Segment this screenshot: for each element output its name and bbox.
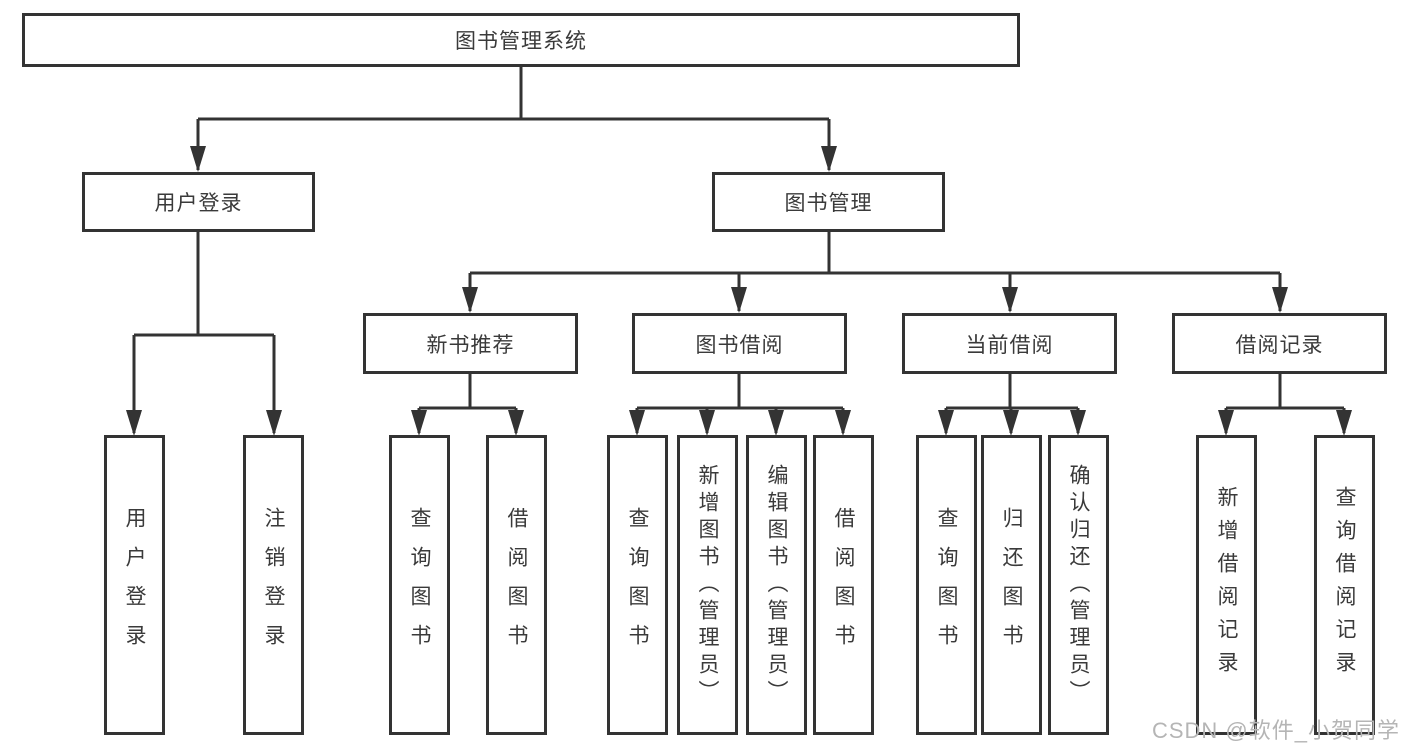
- node-root-label: 图书管理系统: [455, 30, 587, 53]
- node-leaf-nbr-borrow-books: 借阅图书: [486, 435, 547, 735]
- elbow-connectors: [132, 67, 1346, 433]
- node-new-book-recommend-label: 新书推荐: [426, 333, 515, 357]
- node-leaf-bb-add-books-admin-label: 新增图书（管理员）: [696, 463, 719, 707]
- node-borrow-records: 借阅记录: [1172, 313, 1387, 374]
- node-book-management-branch: 图书管理: [712, 172, 945, 232]
- node-leaf-cb-confirm-return-admin-label: 确认归还（管理员）: [1067, 463, 1090, 707]
- node-borrow-records-label: 借阅记录: [1235, 333, 1324, 357]
- node-book-borrow: 图书借阅: [632, 313, 847, 374]
- node-current-borrow: 当前借阅: [902, 313, 1117, 374]
- node-new-book-recommend: 新书推荐: [363, 313, 578, 374]
- node-book-borrow-label: 图书借阅: [695, 333, 784, 357]
- node-leaf-bb-borrow-books: 借阅图书: [813, 435, 874, 735]
- node-leaf-nbr-query-books-label: 查询图书: [408, 507, 431, 663]
- node-user-login-branch: 用户登录: [82, 172, 315, 232]
- node-leaf-br-query-record: 查询借阅记录: [1314, 435, 1375, 735]
- node-root: 图书管理系统: [22, 13, 1020, 67]
- node-leaf-cb-query-books-label: 查询图书: [935, 507, 958, 663]
- node-leaf-bb-edit-books-admin-label: 编辑图书（管理员）: [765, 463, 788, 707]
- node-leaf-user-login-label: 用户登录: [123, 507, 146, 663]
- node-leaf-nbr-query-books: 查询图书: [389, 435, 450, 735]
- node-leaf-br-add-record: 新增借阅记录: [1196, 435, 1257, 735]
- node-leaf-nbr-borrow-books-label: 借阅图书: [505, 507, 528, 663]
- node-leaf-user-login: 用户登录: [104, 435, 165, 735]
- node-leaf-bb-edit-books-admin: 编辑图书（管理员）: [746, 435, 807, 735]
- node-leaf-cb-return-books-label: 归还图书: [1000, 507, 1023, 663]
- node-leaf-cb-confirm-return-admin: 确认归还（管理员）: [1048, 435, 1109, 735]
- node-leaf-br-query-record-label: 查询借阅记录: [1333, 486, 1356, 684]
- node-leaf-logout: 注销登录: [243, 435, 304, 735]
- node-leaf-cb-return-books: 归还图书: [981, 435, 1042, 735]
- csdn-watermark: CSDN @软件_小贺同学: [1151, 718, 1400, 743]
- node-book-management-branch-label: 图书管理: [784, 192, 873, 215]
- node-current-borrow-label: 当前借阅: [965, 333, 1054, 357]
- node-leaf-bb-borrow-books-label: 借阅图书: [832, 507, 855, 663]
- node-leaf-br-add-record-label: 新增借阅记录: [1215, 486, 1238, 684]
- node-leaf-bb-query-books: 查询图书: [607, 435, 668, 735]
- node-user-login-branch-label: 用户登录: [154, 192, 243, 215]
- node-leaf-cb-query-books: 查询图书: [916, 435, 977, 735]
- node-leaf-bb-query-books-label: 查询图书: [626, 507, 649, 663]
- node-leaf-bb-add-books-admin: 新增图书（管理员）: [677, 435, 738, 735]
- node-leaf-logout-label: 注销登录: [262, 507, 285, 663]
